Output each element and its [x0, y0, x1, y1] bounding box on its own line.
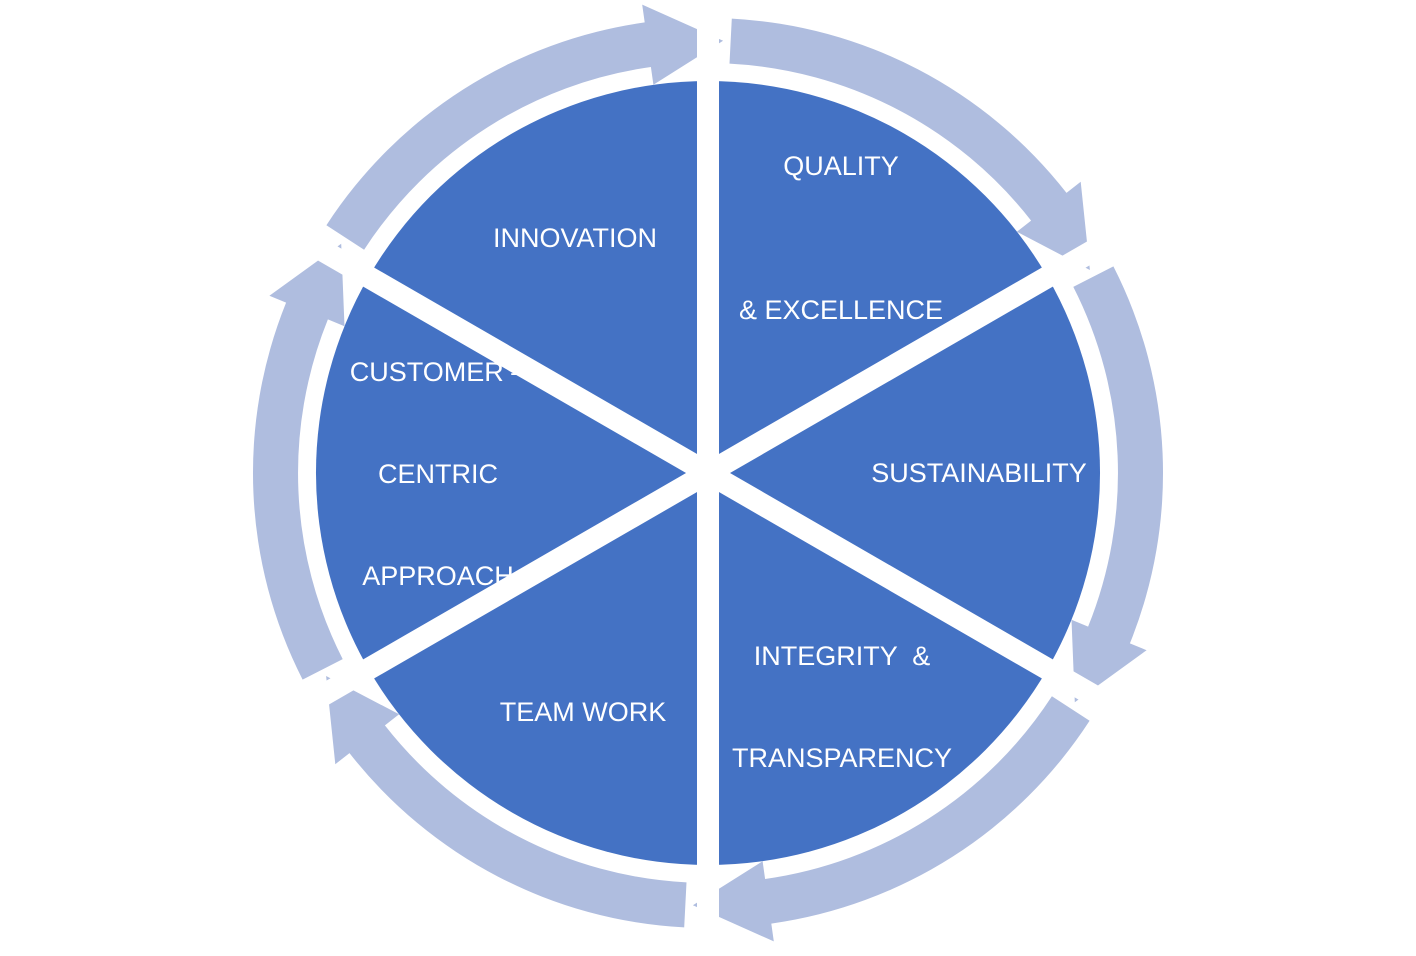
segment-integrity — [708, 473, 1048, 865]
label-teamwork-line1: TEAM WORK — [499, 697, 667, 727]
cycle-arrow-icon — [729, 18, 1090, 270]
cycle-arrow-icon — [692, 696, 1090, 942]
label-innovation: INNOVATION — [493, 153, 657, 323]
label-integrity-transparency: INTEGRITY & TRANSPARENCY — [732, 571, 952, 843]
cycle-arrow-icon — [252, 243, 345, 680]
label-innovation-line1: INNOVATION — [492, 223, 658, 253]
cycle-arrow-icon — [326, 676, 687, 928]
segment-divider — [293, 227, 714, 483]
label-customer-centric: CUSTOMER – CENTRIC APPROACH — [350, 287, 527, 661]
wheel-segments — [293, 1, 1123, 945]
label-customer-line3: APPROACH — [362, 561, 514, 591]
segment-innovation — [368, 80, 708, 474]
label-quality-line2: & EXCELLENCE — [738, 295, 944, 325]
cycle-arrows — [252, 4, 1164, 942]
segment-divider — [702, 227, 1123, 483]
label-team-work: TEAM WORK — [500, 627, 667, 797]
label-customer-line1: CUSTOMER – — [349, 357, 527, 387]
label-integrity-line1: INTEGRITY & — [753, 641, 931, 671]
label-sustainability: SUSTAINABILITY — [871, 388, 1087, 558]
segment-sustainability — [708, 277, 1101, 669]
segment-divider — [293, 463, 714, 719]
segment-customer — [315, 277, 708, 669]
label-quality-line1: QUALITY — [783, 151, 899, 181]
cycle-arrow-icon — [1071, 266, 1164, 703]
label-sustainability-line1: SUSTAINABILITY — [871, 458, 1087, 488]
segment-divider — [702, 463, 1123, 719]
label-integrity-line2: TRANSPARENCY — [731, 743, 953, 773]
cycle-arrow-icon — [326, 4, 724, 250]
label-quality-excellence: QUALITY & EXCELLENCE — [739, 46, 943, 430]
label-customer-line2: CENTRIC — [378, 459, 498, 489]
segment-teamwork — [368, 473, 708, 865]
segment-quality — [708, 81, 1048, 473]
